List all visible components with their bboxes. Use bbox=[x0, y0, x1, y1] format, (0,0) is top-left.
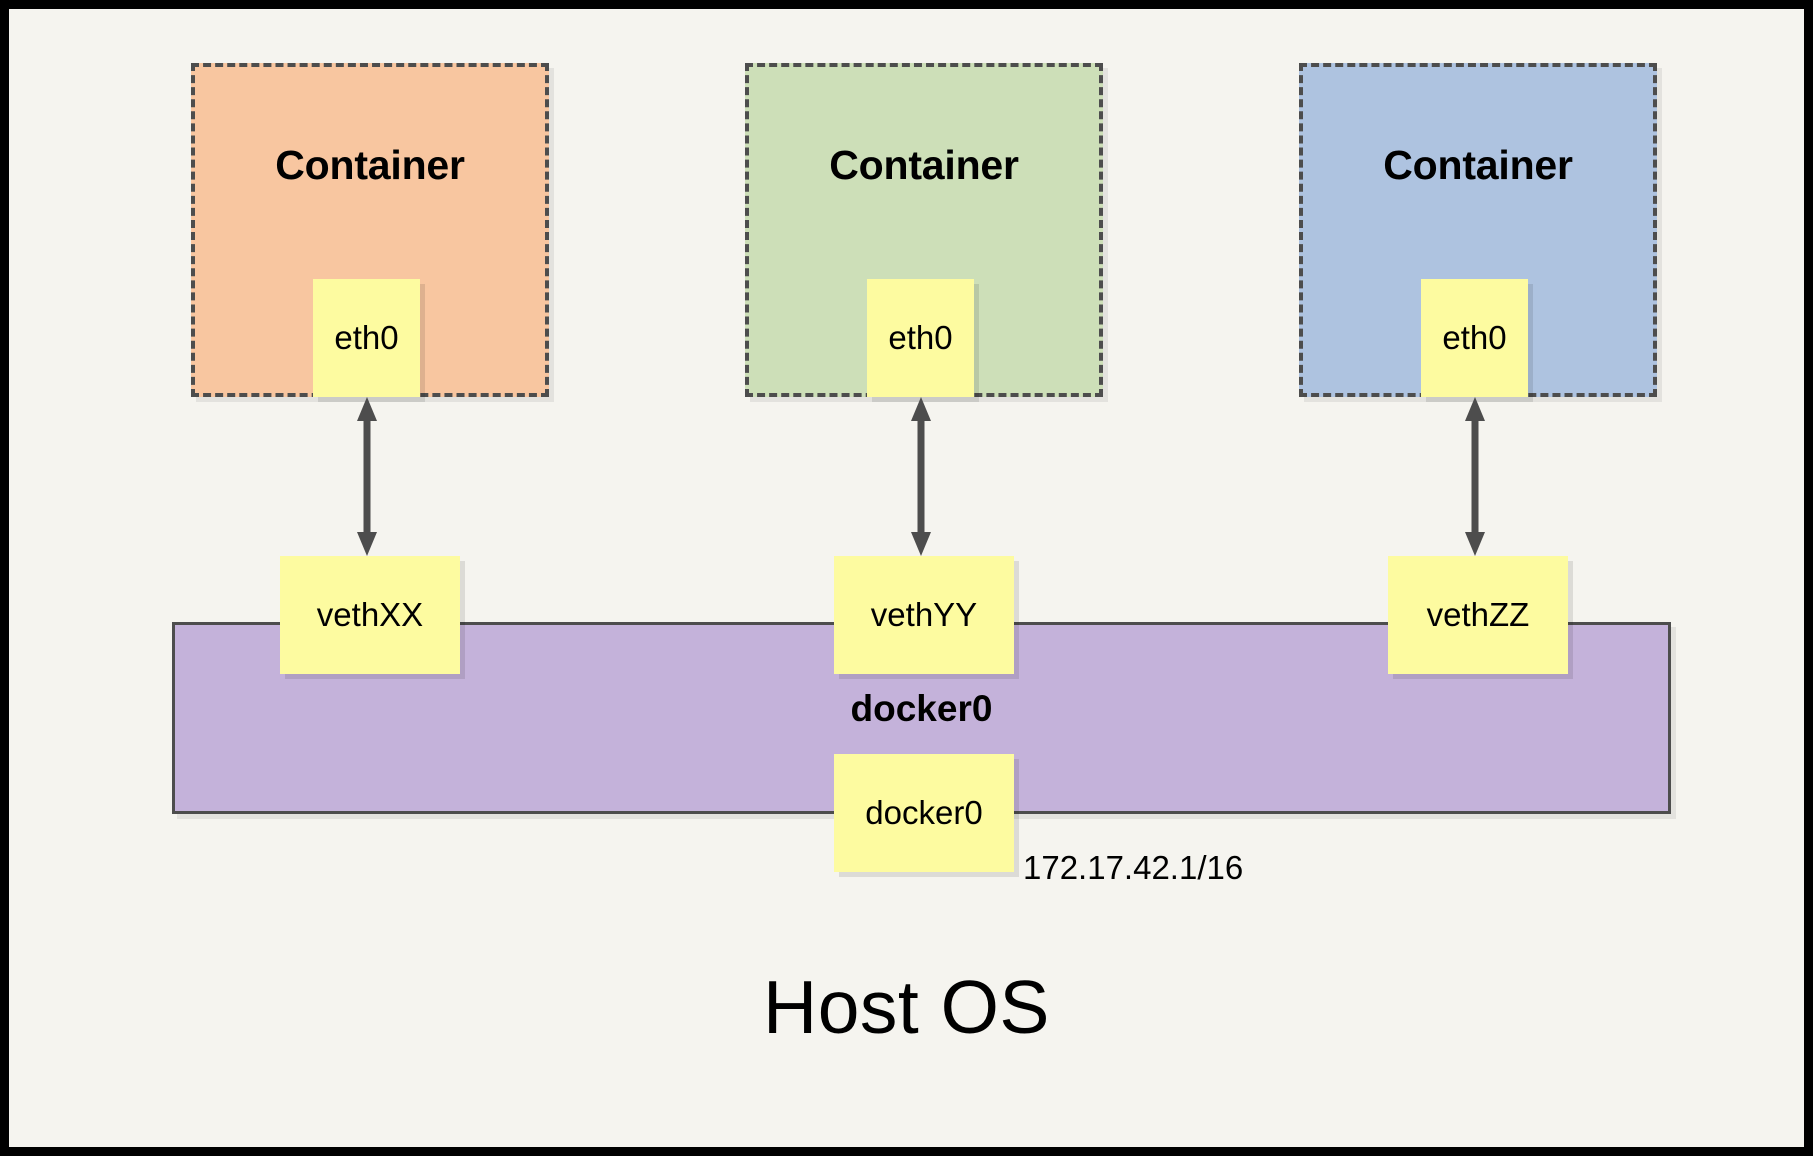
veth-box-2[interactable]: vethYY bbox=[834, 556, 1014, 674]
host-os-title: Host OS bbox=[763, 965, 1050, 1049]
container-title-3: Container bbox=[1383, 142, 1573, 188]
container-title-1: Container bbox=[275, 142, 465, 188]
docker0-bridge-label: docker0 bbox=[850, 688, 993, 729]
docker0-iface-box[interactable]: docker0 bbox=[834, 754, 1014, 872]
veth-arrow-3 bbox=[1465, 397, 1485, 556]
container-eth0-box-2[interactable]: eth0 bbox=[867, 279, 974, 397]
container-eth0-box-1[interactable]: eth0 bbox=[313, 279, 420, 397]
container-eth0-box-3[interactable]: eth0 bbox=[1421, 279, 1528, 397]
veth-box-1[interactable]: vethXX bbox=[280, 556, 460, 674]
veth-arrow-1 bbox=[357, 397, 377, 556]
veth-box-3[interactable]: vethZZ bbox=[1388, 556, 1568, 674]
container-title-2: Container bbox=[829, 142, 1019, 188]
docker0-ip-address: 172.17.42.1/16 bbox=[1023, 849, 1244, 886]
veth-arrow-2 bbox=[911, 397, 931, 556]
